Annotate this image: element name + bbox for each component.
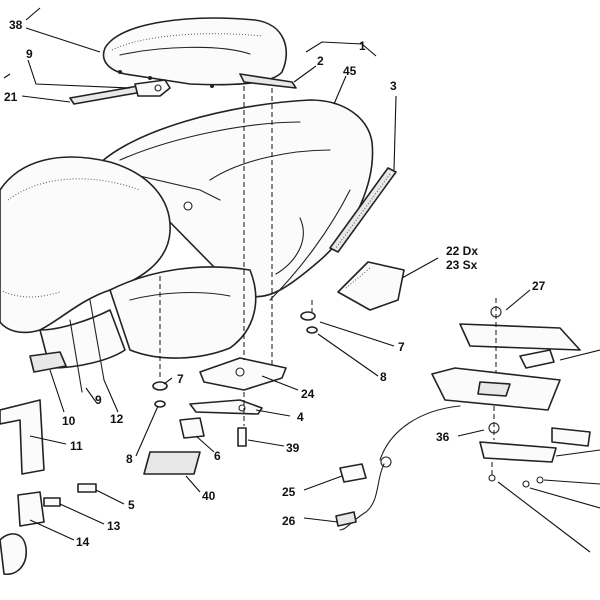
callout-23-sx: 23 Sx (446, 258, 478, 272)
callout-4: 4 (297, 410, 304, 424)
callout-3: 3 (390, 79, 397, 93)
callout-21: 21 (4, 90, 18, 104)
callout-22-dx: 22 Dx (446, 244, 478, 258)
bracket-part (239, 73, 297, 89)
bolt-part (237, 427, 247, 447)
callout-36: 36 (436, 430, 450, 444)
callout-5: 5 (128, 498, 135, 512)
latch-lever-part (189, 399, 263, 415)
tail-fairing-part (94, 99, 374, 301)
catch-part (536, 427, 591, 484)
callout-10: 10 (62, 414, 76, 428)
callout-8: 8 (126, 452, 133, 466)
callout-40: 40 (202, 489, 216, 503)
seat-strap-part (69, 79, 171, 105)
callout-12: 12 (110, 412, 124, 426)
callout-13: 13 (107, 519, 121, 533)
release-cable-part (335, 405, 461, 531)
callout-38: 38 (9, 18, 23, 32)
callout-9: 9 (95, 393, 102, 407)
lock-box-part (431, 367, 561, 411)
callout-9: 9 (26, 47, 33, 61)
grab-rail-part (0, 351, 67, 575)
assembly-guides (159, 86, 497, 476)
callout-24: 24 (301, 387, 315, 401)
callout-7: 7 (398, 340, 405, 354)
rubber-mount-part (179, 417, 205, 439)
callout-26: 26 (282, 514, 296, 528)
clip-part (339, 463, 367, 483)
lower-tail-panel-part (109, 266, 257, 359)
callout-labels: 38 9 21 1 2 45 3 22 Dx 23 Sx 27 7 8 7 24… (4, 18, 546, 549)
callout-11: 11 (70, 439, 83, 453)
callout-1: 1 (359, 39, 366, 53)
callout-8: 8 (380, 370, 387, 384)
screw-part (43, 483, 97, 507)
handle-part (459, 306, 581, 369)
callout-27: 27 (532, 279, 546, 293)
callout-45: 45 (343, 64, 357, 78)
washer-part (152, 311, 318, 408)
rear-seat-part (102, 17, 288, 88)
callout-2: 2 (317, 54, 324, 68)
mounting-plate-part (199, 357, 287, 391)
callout-7: 7 (177, 372, 184, 386)
callout-6: 6 (214, 449, 221, 463)
leader-lines (3, 7, 600, 553)
callout-14: 14 (76, 535, 90, 549)
seal-strip-part (329, 167, 397, 253)
side-cover-part (337, 261, 405, 311)
callout-25: 25 (282, 485, 296, 499)
lock-bracket-part (479, 422, 557, 488)
front-seat-part (0, 156, 171, 393)
callout-39: 39 (286, 441, 300, 455)
pad-part (143, 451, 201, 475)
